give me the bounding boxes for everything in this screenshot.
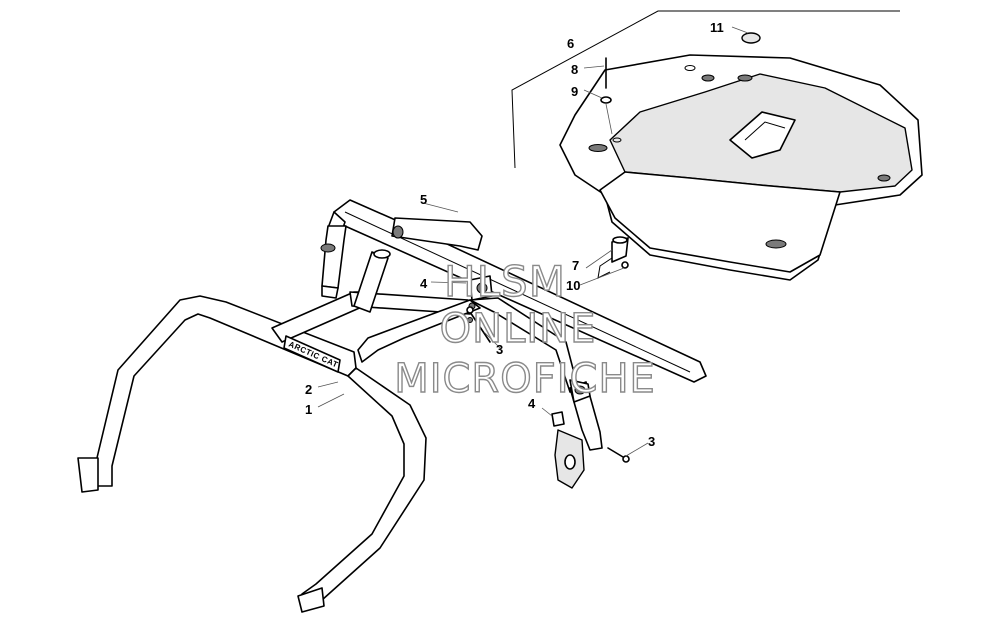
callout-9: 9	[571, 84, 578, 99]
callout-1: 1	[305, 402, 312, 417]
washer	[600, 96, 612, 104]
watermark-line-1: HLSM	[444, 257, 566, 306]
callout-2: 2	[305, 382, 312, 397]
clamp-bolt-left	[466, 306, 491, 343]
callout-7: 7	[572, 258, 579, 273]
mount-recess-rear-right	[877, 174, 891, 182]
callout-6: 6	[567, 36, 574, 51]
callout-4-lower: 4	[528, 396, 536, 411]
mount-recess-top	[737, 74, 753, 82]
callout-3-lower: 3	[648, 434, 655, 449]
callout-10: 10	[566, 278, 580, 293]
mount-recess-front-right	[765, 239, 787, 249]
watermark-line-2: ONLINE	[440, 306, 597, 352]
mount-recess-rear-left	[701, 74, 715, 82]
callout-11: 11	[710, 20, 724, 35]
logo-decal	[283, 335, 341, 373]
callout-4-upper: 4	[420, 276, 428, 291]
plug-cap	[741, 32, 761, 44]
upper-rail	[320, 199, 707, 383]
rops-cage	[77, 249, 603, 613]
callout-3-upper: 3	[496, 342, 503, 357]
roof-bracket	[597, 236, 629, 279]
assembly-bracket-line	[511, 10, 900, 169]
callout-5: 5	[420, 192, 427, 207]
mount-recess-front-left	[588, 144, 608, 152]
lower-mount-bracket	[554, 379, 591, 489]
callout-8: 8	[571, 62, 578, 77]
nut	[621, 261, 629, 269]
watermark-line-3: MICROFICHE	[394, 356, 656, 402]
roof-panel	[559, 54, 923, 281]
clamp-lower	[541, 407, 565, 427]
clamp-bolt-right	[607, 447, 630, 463]
